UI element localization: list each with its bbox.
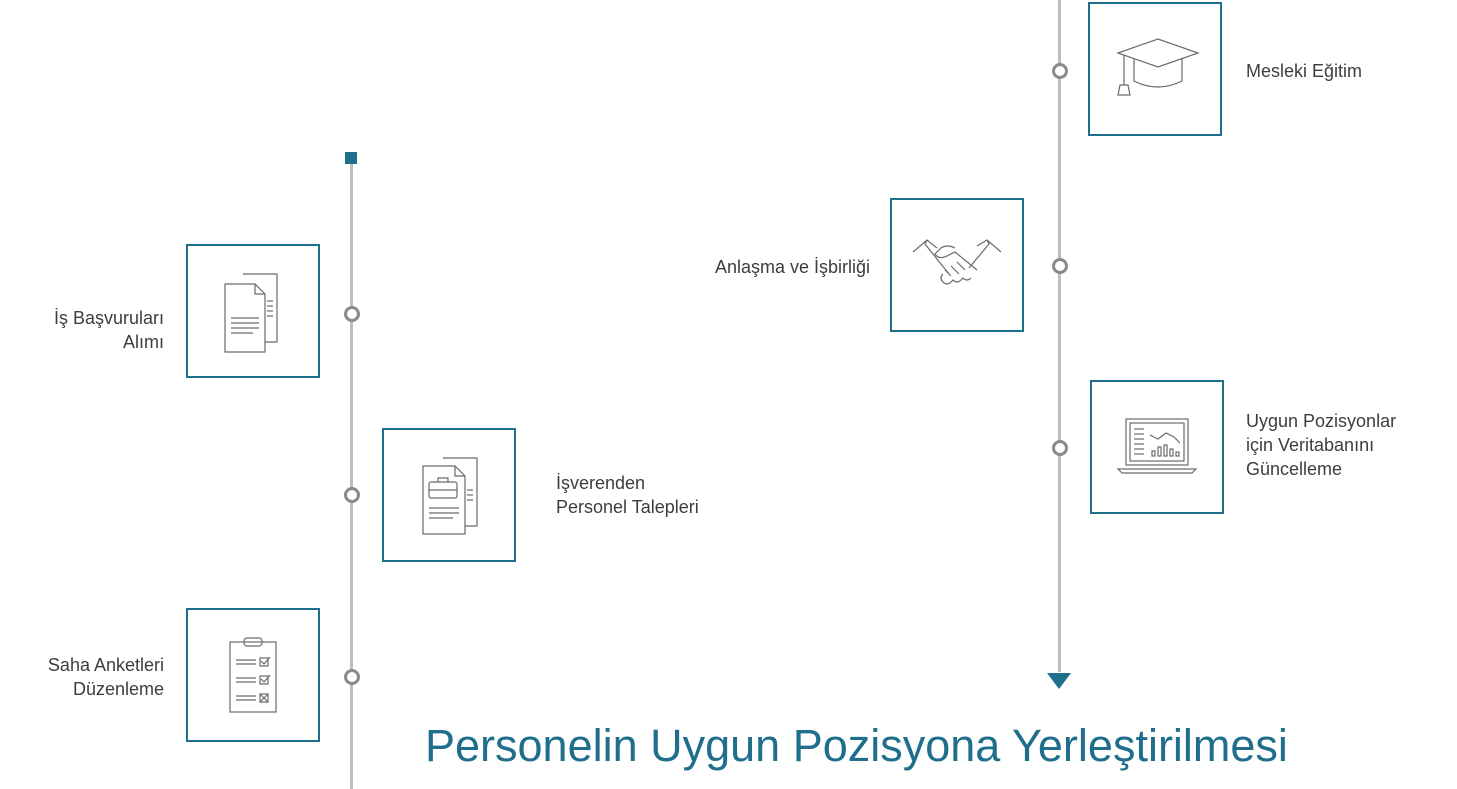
left-timeline-line (350, 164, 353, 789)
step-label-vocational-training: Mesleki Eğitim (1246, 61, 1363, 81)
timeline-node (1052, 440, 1068, 456)
step-label-employer-requests: İşverenden Personel Talepleri (556, 473, 699, 517)
right-timeline-line (1058, 0, 1061, 672)
timeline-node (1052, 258, 1068, 274)
handshake-icon (912, 239, 1002, 285)
step-label-agreement: Anlaşma ve İşbirliği (714, 257, 870, 277)
step-label-update-database: Uygun Pozisyonlar için Veritabanını Günc… (1246, 411, 1397, 479)
documents-icon (224, 273, 278, 353)
laptop-chart-icon (1116, 418, 1198, 474)
checklist-clipboard-icon (229, 637, 277, 713)
step-label-field-surveys: Saha Anketleri Düzenleme (47, 655, 164, 699)
timeline-node (1052, 63, 1068, 79)
page-title: Personelin Uygun Pozisyona Yerleştirilme… (425, 720, 1288, 771)
step-box-employer-requests (382, 428, 516, 562)
timeline-node (344, 487, 360, 503)
timeline-start-marker (345, 152, 357, 164)
briefcase-document-icon (422, 457, 478, 535)
step-box-update-database (1090, 380, 1224, 514)
step-box-job-applications (186, 244, 320, 378)
step-box-agreement (890, 198, 1024, 332)
graduation-cap-icon (1116, 38, 1200, 96)
timeline-node (344, 306, 360, 322)
step-label-job-applications: İş Başvuruları Alımı (53, 308, 164, 352)
timeline-end-arrow (1047, 673, 1071, 689)
timeline-node (344, 669, 360, 685)
step-box-vocational-training (1088, 2, 1222, 136)
step-box-field-surveys (186, 608, 320, 742)
